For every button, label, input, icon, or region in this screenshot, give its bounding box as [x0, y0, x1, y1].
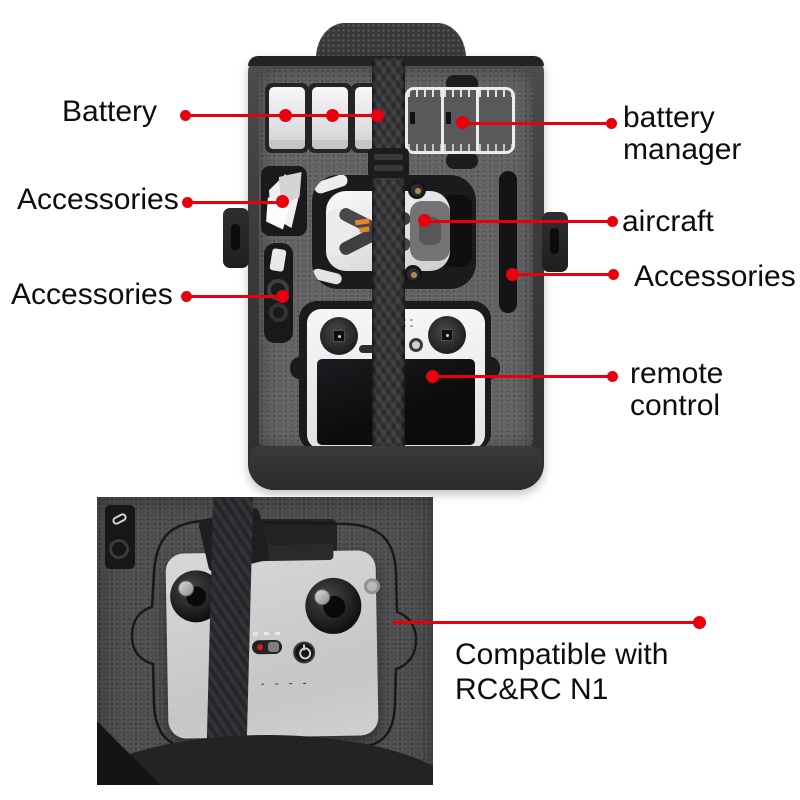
control-stick-left: [320, 317, 358, 355]
propeller-hub: [404, 265, 422, 283]
label-accessories-1: Accessories: [17, 183, 179, 216]
label-aircraft: aircraft: [622, 205, 714, 238]
callout-dot-battery-manager-text: [606, 118, 617, 129]
label-accessories-2: Accessories: [11, 278, 173, 311]
case-bottom-flap: [250, 446, 542, 490]
callout-dot-compatibility: [693, 616, 706, 629]
compartment-notch-left: [290, 357, 308, 379]
callout-dot-accessories-3-target: [506, 268, 519, 281]
control-stick-right: [304, 577, 362, 635]
callout-line-accessories-1: [188, 201, 283, 204]
accessory-slot-right: [499, 171, 517, 313]
callout-dot-battery-1: [279, 109, 292, 122]
callout-dot-battery-manager-target: [456, 116, 469, 129]
label-battery: Battery: [62, 95, 158, 128]
label-accessories-3: Accessories: [634, 260, 796, 293]
callout-dot-remote-control-text: [607, 371, 618, 382]
callout-line-aircraft: [425, 220, 613, 223]
control-stick-right: [428, 316, 466, 354]
coiled-cable: [269, 303, 288, 322]
bag-corner-shadow: [97, 705, 167, 785]
remote-round-button: [409, 338, 423, 352]
label-compatibility: Compatible with RC&RC N1: [455, 638, 669, 706]
remote-controller-closeup: [165, 543, 381, 739]
usb-cable-slot: [105, 505, 135, 569]
battery-level-leds: [255, 681, 312, 687]
usb-plug: [269, 248, 287, 272]
callout-dot-accessories-1-target: [276, 195, 289, 208]
drone-gimbal: [410, 201, 450, 261]
mode-switch: [251, 639, 283, 655]
callout-dot-accessories-3-text: [608, 269, 619, 280]
manager-tab: [410, 112, 415, 124]
mode-markings: [252, 631, 285, 636]
label-battery-manager: battery manager: [623, 101, 742, 166]
callout-dot-battery-3: [371, 109, 384, 122]
callout-line-accessories-2: [187, 295, 283, 298]
callout-line-remote-control: [433, 375, 613, 378]
manager-cell: [479, 90, 513, 151]
callout-dot-accessories-2-text: [181, 291, 192, 302]
bottom-photo: [97, 497, 433, 785]
callout-line-compatibility: [393, 621, 699, 624]
retention-strap: [206, 497, 254, 748]
manager-cell: [408, 90, 444, 151]
coiled-cable: [109, 539, 129, 559]
callout-dot-aircraft-target: [418, 214, 431, 227]
callout-dot-accessories-1-text: [182, 197, 193, 208]
manager-tab: [446, 112, 451, 124]
power-button: [292, 641, 316, 664]
retention-strap: [372, 57, 405, 448]
callout-dot-accessories-2-target: [276, 290, 289, 303]
compartment-notch-right: [482, 357, 500, 379]
callout-line-battery-manager: [462, 122, 613, 125]
callout-line-accessories-3: [513, 273, 614, 276]
propeller-hub: [408, 181, 426, 199]
callout-dot-battery-text: [180, 110, 191, 121]
callout-dot-remote-control-target: [426, 370, 439, 383]
top-photo: [223, 23, 568, 490]
callout-dot-battery-2: [326, 109, 339, 122]
callout-dot-aircraft-text: [607, 216, 618, 227]
finger-hole-bottom: [446, 152, 478, 169]
remote-button: [359, 345, 375, 353]
side-buckle-left: [223, 208, 249, 268]
label-remote-control: remote control: [630, 357, 724, 422]
strap-buckle: [368, 148, 409, 178]
